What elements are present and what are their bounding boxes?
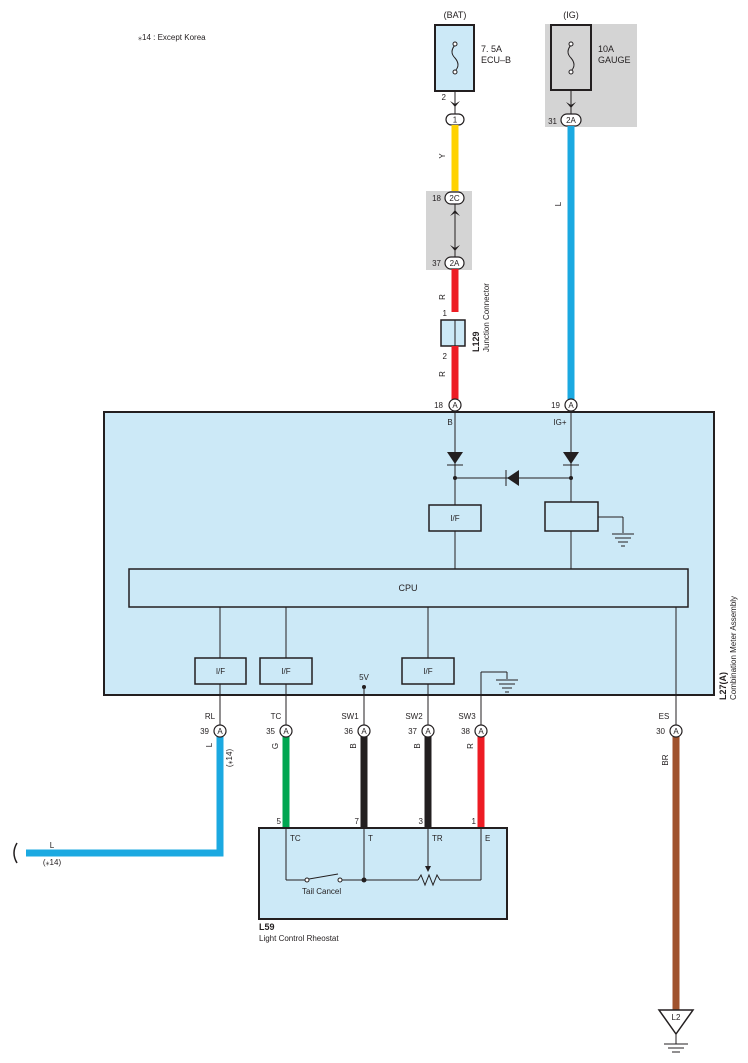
combination-meter-box — [103, 411, 715, 696]
meter-pin-37-conn: A — [425, 727, 431, 736]
gauge-fuse-name: GAUGE — [598, 55, 631, 65]
tail-cancel-switch-icon — [304, 877, 310, 883]
ig-connector-2a-label: 2A — [566, 116, 576, 125]
tail-cancel-label: Tail Cancel — [302, 887, 341, 896]
ig-fuse-pin: 31 — [548, 117, 557, 126]
junction-connector-name: Junction Connector — [482, 283, 491, 352]
ground-icon-regulator — [612, 533, 634, 547]
connector-2c-label: 2C — [449, 194, 459, 203]
meter-bottom-pins: 39 A 35 A 36 A 37 A 38 A 30 A — [200, 724, 683, 738]
wire-bat-red-mid-color: R — [438, 294, 447, 300]
cpu-label: CPU — [398, 583, 417, 593]
meter-pin-sw3-name: SW3 — [458, 712, 476, 721]
gauge-fuse-rating: 10A — [598, 44, 614, 54]
rheostat-pin-tc-name: TC — [290, 834, 301, 843]
diode-ig-icon — [563, 452, 579, 464]
wire-sw2-color: B — [413, 743, 422, 748]
cpu-block — [128, 568, 689, 608]
wire-sw1-color: B — [349, 743, 358, 748]
wire-left-note: (⁎14) — [43, 858, 62, 867]
junction-connector-l129 — [440, 319, 466, 347]
junction-pin-out: 2 — [443, 352, 448, 361]
meter-id: L27(A) — [718, 672, 728, 700]
rheostat-id: L59 — [259, 922, 275, 932]
bat-source-label: (BAT) — [444, 10, 467, 20]
rheostat-pin-7-num: 7 — [355, 817, 360, 826]
supply-5v-label: 5V — [359, 673, 369, 682]
except-korea-note: ⁎14 : Except Korea — [138, 33, 206, 42]
wire-ig-blue-color: L — [554, 201, 563, 206]
wire-left-color: L — [50, 841, 55, 850]
rheostat-pin-3-num: 3 — [419, 817, 424, 826]
wire-rl-blue — [26, 736, 224, 857]
wire-es-color: BR — [661, 754, 670, 765]
if-block-sw2-label: I/F — [423, 667, 432, 676]
connector-2a-bat-pin: 37 — [432, 259, 441, 268]
meter-pin-ig-name: IG+ — [553, 418, 566, 427]
rheostat-pin-tr-name: TR — [432, 834, 443, 843]
ecu-b-fuse-name: ECU–B — [481, 55, 511, 65]
wire-sw3-color: R — [466, 743, 475, 749]
rheostat-resistor-icon — [417, 873, 441, 887]
if-block-rl — [194, 657, 247, 685]
junction-connector-name-text: Junction Connector — [482, 283, 491, 352]
connector-2a-bat-label: 2A — [450, 259, 460, 268]
meter-pin-18-conn: A — [452, 401, 458, 410]
ig-source-label: (IG) — [563, 10, 579, 20]
if-block-tc-label: I/F — [281, 667, 290, 676]
rheostat-pin-t-name: T — [368, 834, 373, 843]
wire-bat-yellow-color: Y — [438, 153, 447, 159]
rheostat-name: Light Control Rheostat — [259, 934, 339, 943]
meter-pin-35-conn: A — [283, 727, 289, 736]
ground-l2-icon — [657, 1009, 695, 1053]
meter-pin-38-num: 38 — [461, 727, 470, 736]
meter-pin-es-name: ES — [659, 712, 670, 721]
junction-pin-in: 1 — [443, 309, 448, 318]
connector-2c-pin: 18 — [432, 194, 441, 203]
ground-icon-sw3 — [496, 679, 518, 693]
diode-cross-icon — [507, 470, 519, 486]
rheostat-pin-1-num: 1 — [472, 817, 477, 826]
ecu-b-fuse — [434, 24, 475, 92]
wire-rl-color: L — [205, 742, 214, 747]
meter-pin-36-conn: A — [361, 727, 367, 736]
meter-pin-37-num: 37 — [408, 727, 417, 736]
if-block-b — [428, 504, 482, 532]
meter-pin-b-name: B — [447, 418, 452, 427]
meter-pin-39-conn: A — [217, 727, 223, 736]
diode-b-icon — [447, 452, 463, 464]
bat-fuse-pin: 2 — [442, 93, 447, 102]
meter-pin-30-num: 30 — [656, 727, 665, 736]
wire-tc-color: G — [271, 743, 280, 749]
meter-pin-rl-name: RL — [205, 712, 216, 721]
meter-pin-35-num: 35 — [266, 727, 275, 736]
ground-l2-label: L2 — [672, 1013, 681, 1022]
wire-break-icon — [13, 842, 18, 864]
junction-connector-id: L129 — [471, 331, 481, 352]
meter-pin-tc-name: TC — [271, 712, 282, 721]
bat-connector-1-label: 1 — [453, 116, 458, 125]
meter-pin-30-conn: A — [673, 727, 679, 736]
meter-pin-19-conn: A — [568, 401, 574, 410]
wire-bat-red-lower-color: R — [438, 371, 447, 377]
ecu-b-fuse-rating: 7. 5A — [481, 44, 502, 54]
if-block-rl-label: I/F — [216, 667, 225, 676]
meter-pin-38-conn: A — [478, 727, 484, 736]
rheostat-box — [258, 827, 508, 920]
meter-pin-18-num: 18 — [434, 401, 443, 410]
if-block-b-label: I/F — [450, 514, 459, 523]
meter-pin-39-num: 39 — [200, 727, 209, 736]
rheostat-pin-5-num: 5 — [277, 817, 282, 826]
meter-pin-sw2-name: SW2 — [405, 712, 423, 721]
wire-rl-note: (⁎14) — [225, 749, 234, 768]
meter-name: Combination Meter Assembly — [729, 596, 738, 700]
rheostat-pin-e-name: E — [485, 834, 490, 843]
meter-pin-sw1-name: SW1 — [341, 712, 359, 721]
ig-regulator-block — [544, 501, 599, 532]
meter-pin-36-num: 36 — [344, 727, 353, 736]
if-block-sw2 — [401, 657, 455, 685]
meter-pin-19-num: 19 — [551, 401, 560, 410]
